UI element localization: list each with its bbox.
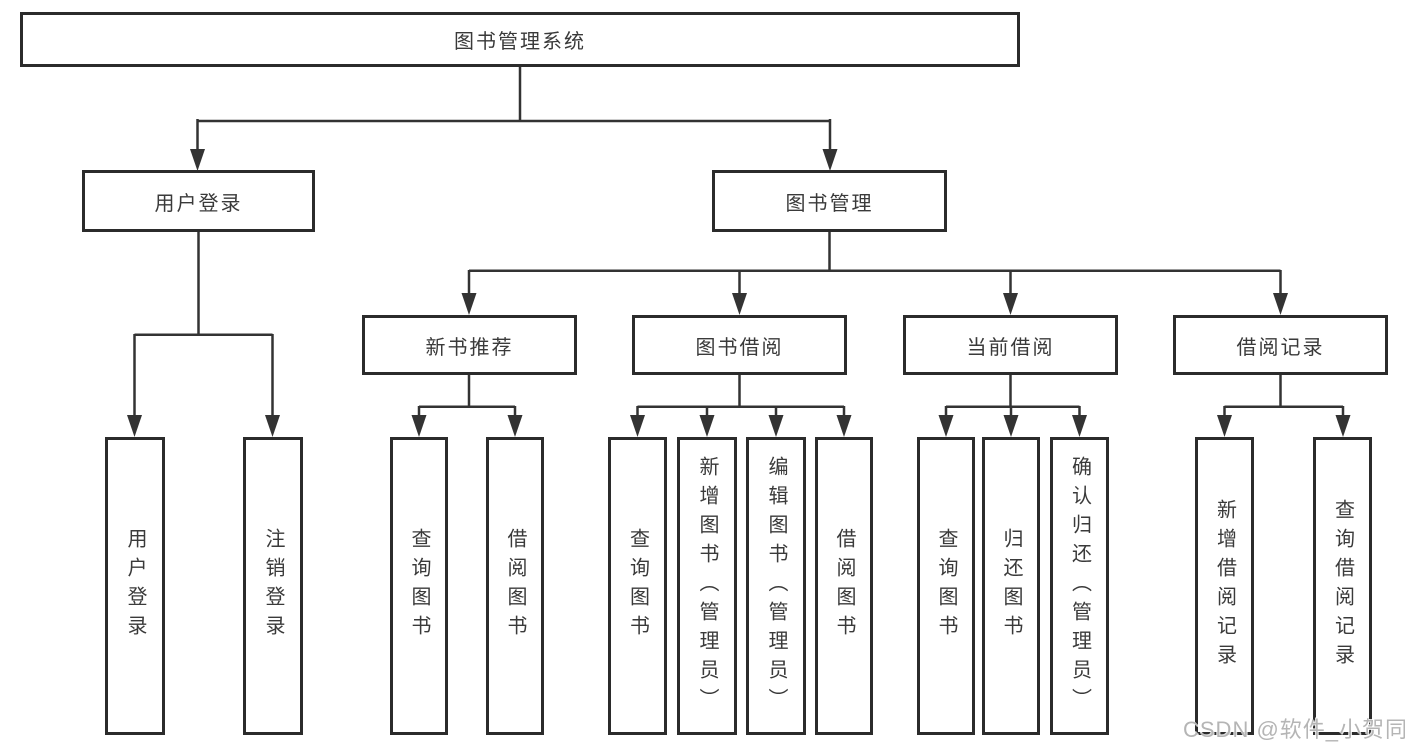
leaf-borrow-books: 借阅图书 — [815, 437, 873, 735]
leaf-query-borrow-record: 查询借阅记录 — [1313, 437, 1372, 735]
leaf-add-book-admin: 新增图书（管理员） — [677, 437, 737, 735]
leaf-user-login: 用户登录 — [105, 437, 165, 735]
node-new-book-recommend: 新书推荐 — [362, 315, 577, 375]
node-current-borrow: 当前借阅 — [903, 315, 1118, 375]
leaf-return-book: 归还图书 — [982, 437, 1040, 735]
leaf-borrow-books-recommend: 借阅图书 — [486, 437, 544, 735]
node-root-system: 图书管理系统 — [20, 12, 1020, 67]
node-borrow-records: 借阅记录 — [1173, 315, 1388, 375]
node-user-login: 用户登录 — [82, 170, 315, 232]
leaf-logout: 注销登录 — [243, 437, 303, 735]
csdn-watermark: CSDN @软件_小贺同学 — [1183, 717, 1405, 742]
leaf-confirm-return-admin: 确认归还（管理员） — [1050, 437, 1109, 735]
leaf-query-books-recommend: 查询图书 — [390, 437, 448, 735]
leaf-query-books-borrow: 查询图书 — [608, 437, 667, 735]
node-book-borrow: 图书借阅 — [632, 315, 847, 375]
node-book-management: 图书管理 — [712, 170, 947, 232]
leaf-add-borrow-record: 新增借阅记录 — [1195, 437, 1254, 735]
leaf-query-books-current: 查询图书 — [917, 437, 975, 735]
leaf-edit-book-admin: 编辑图书（管理员） — [746, 437, 806, 735]
